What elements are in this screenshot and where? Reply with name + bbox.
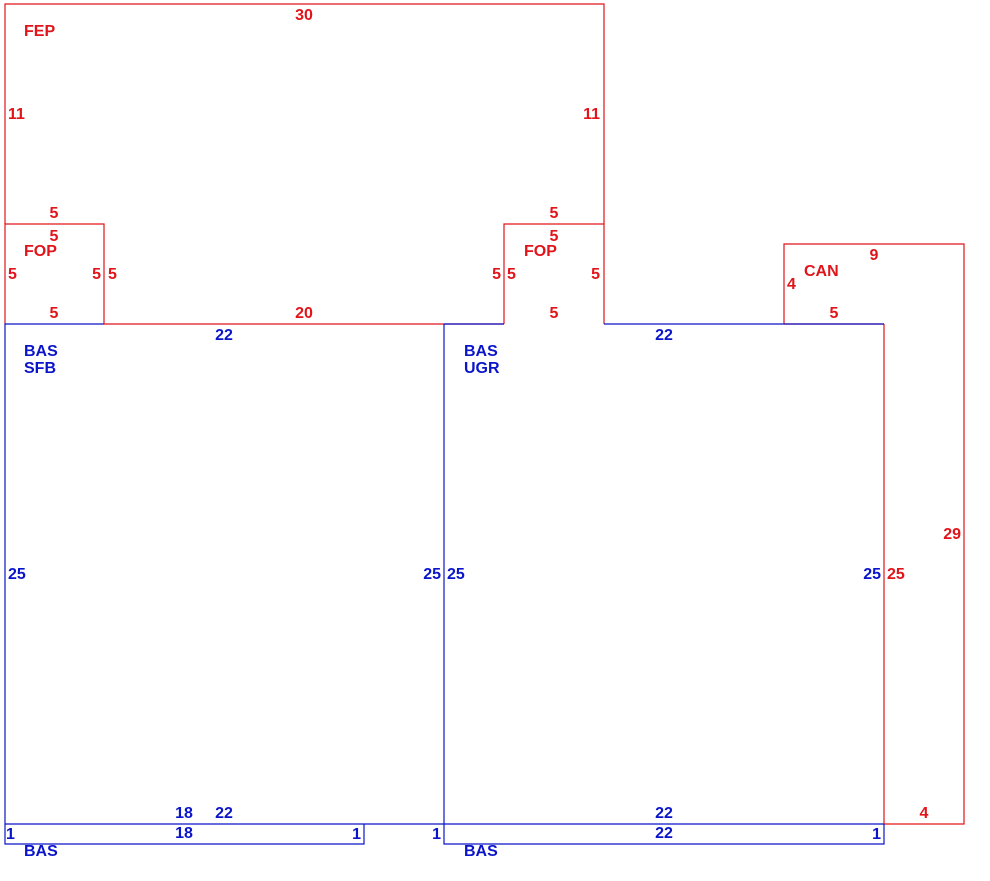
- bas-sfb-label-line1: BAS: [24, 343, 58, 360]
- bas-ugr-left-dimension: 25: [447, 566, 465, 583]
- bas-ugr-label-line2: UGR: [464, 360, 500, 377]
- can-bottom-inner-dimension: 5: [830, 305, 839, 322]
- bas-strip-left-outline: [4, 824, 365, 845]
- bas-strip-left-left-dimension: 1: [6, 826, 15, 843]
- can-inner-side-dimension: 25: [887, 566, 905, 583]
- fep-outline: [4, 3, 605, 224]
- bas-sfb-label-line2: SFB: [24, 360, 56, 377]
- porch-bottom-dimension: 20: [295, 305, 313, 322]
- bas-sfb-outline: [4, 323, 884, 825]
- bas-strip-right-right-dimension: 1: [872, 826, 881, 843]
- bas-ugr-label-line1: BAS: [464, 343, 498, 360]
- can-label: CAN: [804, 263, 839, 280]
- fop-left-right-inner-dimension: 5: [92, 266, 101, 283]
- fep-bottom-left-dimension: 5: [50, 205, 59, 222]
- bas-strip-left-right-dimension: 1: [352, 826, 361, 843]
- bas-sfb-right-dimension: 25: [423, 566, 441, 583]
- fop-right-outline: [503, 223, 605, 324]
- bas-ugr-bottom-dimension: 22: [655, 805, 673, 822]
- bas-ugr-right-dimension: 25: [863, 566, 881, 583]
- can-outline: [783, 243, 965, 825]
- fop-left-right-outer-dimension: 5: [108, 266, 117, 283]
- bas-strip-left-label: BAS: [24, 843, 58, 860]
- fep-right-dimension: 11: [583, 106, 600, 123]
- fop-left-bottom-dimension: 5: [50, 305, 59, 322]
- fop-right-left-inner-dimension: 5: [507, 266, 516, 283]
- fop-right-label: FOP: [524, 243, 557, 260]
- bas-strip-right-top-dimension: 22: [655, 825, 673, 842]
- bas-sfb-bottom-b-dimension: 22: [215, 805, 233, 822]
- bas-sfb-left-dimension: 25: [8, 566, 26, 583]
- bas-strip-right-label: BAS: [464, 843, 498, 860]
- fop-left-left-dimension: 5: [8, 266, 17, 283]
- fop-right-top-dimension: 5: [550, 228, 559, 245]
- bas-sfb-bottom-a-dimension: 18: [175, 805, 193, 822]
- fop-right-right-dimension: 5: [591, 266, 600, 283]
- fop-right-bottom-dimension: 5: [550, 305, 559, 322]
- bas-sfb-top-dimension: 22: [215, 327, 233, 344]
- can-bottom-dimension: 4: [920, 805, 929, 822]
- fop-left-outline: [4, 223, 105, 324]
- fep-bottom-right-dimension: 5: [550, 205, 559, 222]
- bas-ugr-top-dimension: 22: [655, 327, 673, 344]
- can-left-dimension: 4: [787, 276, 796, 293]
- bas-strip-left-top-dimension: 18: [175, 825, 193, 842]
- can-right-dimension: 29: [943, 526, 961, 543]
- fop-left-label: FOP: [24, 243, 57, 260]
- fop-left-top-dimension: 5: [50, 228, 59, 245]
- bas-strip-right-outline: [443, 824, 885, 845]
- fep-label: FEP: [24, 23, 55, 40]
- fep-top-dimension: 30: [295, 7, 313, 24]
- can-top-dimension: 9: [870, 247, 879, 264]
- bas-strip-right-left-dimension: 1: [432, 826, 441, 843]
- fep-left-dimension: 11: [8, 106, 25, 123]
- fop-right-left-outer-dimension: 5: [492, 266, 501, 283]
